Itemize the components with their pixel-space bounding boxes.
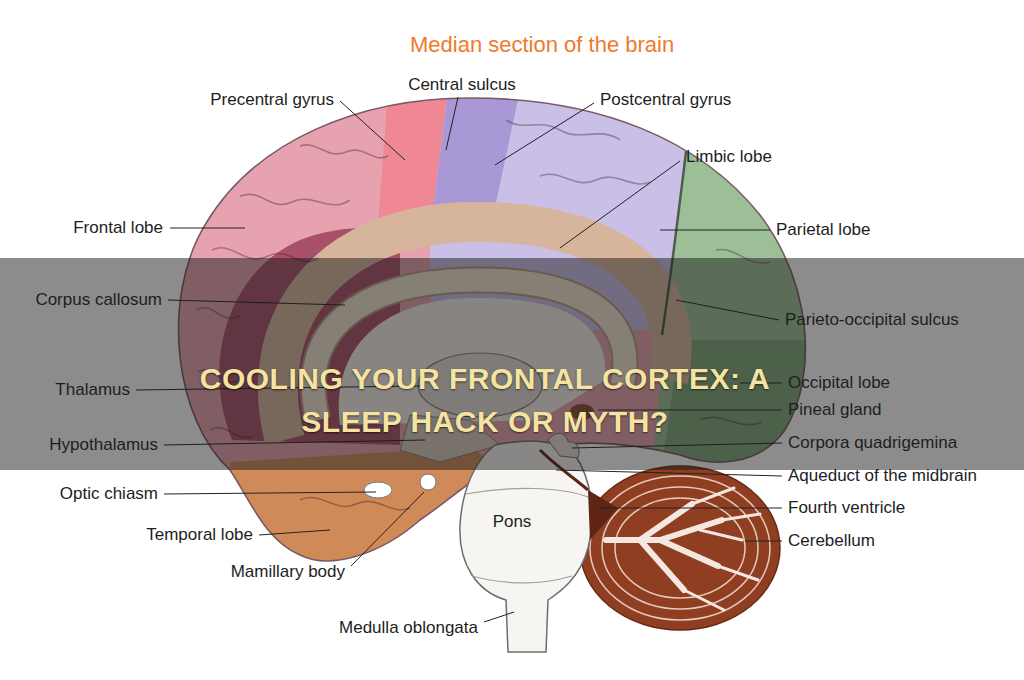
part-label: Medulla oblongata xyxy=(339,618,478,638)
part-label: Central sulcus xyxy=(408,75,516,95)
part-label: Limbic lobe xyxy=(686,147,772,167)
part-label: Mamillary body xyxy=(231,562,345,582)
part-label: Aqueduct of the midbrain xyxy=(788,466,977,486)
part-label: Fourth ventricle xyxy=(788,498,905,518)
part-label: Optic chiasm xyxy=(60,484,158,504)
part-label: Parietal lobe xyxy=(776,220,871,240)
banner-text-block: COOLING YOUR FRONTAL CORTEX: A SLEEP HAC… xyxy=(190,357,780,444)
part-label: Hypothalamus xyxy=(49,435,158,455)
part-label: Precentral gyrus xyxy=(210,90,334,110)
part-label: Corpus callosum xyxy=(35,290,162,310)
part-label: Occipital lobe xyxy=(788,373,890,393)
banner-text: COOLING YOUR FRONTAL CORTEX: A SLEEP HAC… xyxy=(190,357,780,444)
part-label: Parieto-occipital sulcus xyxy=(785,310,959,330)
part-label: Temporal lobe xyxy=(146,525,253,545)
part-label: Pons xyxy=(493,512,532,532)
part-label: Frontal lobe xyxy=(73,218,163,238)
part-label: Postcentral gyrus xyxy=(600,90,731,110)
part-label: Corpora quadrigemina xyxy=(788,433,957,453)
part-label: Cerebellum xyxy=(788,531,875,551)
cerebellum-shape xyxy=(580,466,780,630)
diagram-title: Median section of the brain xyxy=(410,32,674,58)
part-label: Pineal gland xyxy=(788,400,882,420)
part-label: Thalamus xyxy=(55,380,130,400)
